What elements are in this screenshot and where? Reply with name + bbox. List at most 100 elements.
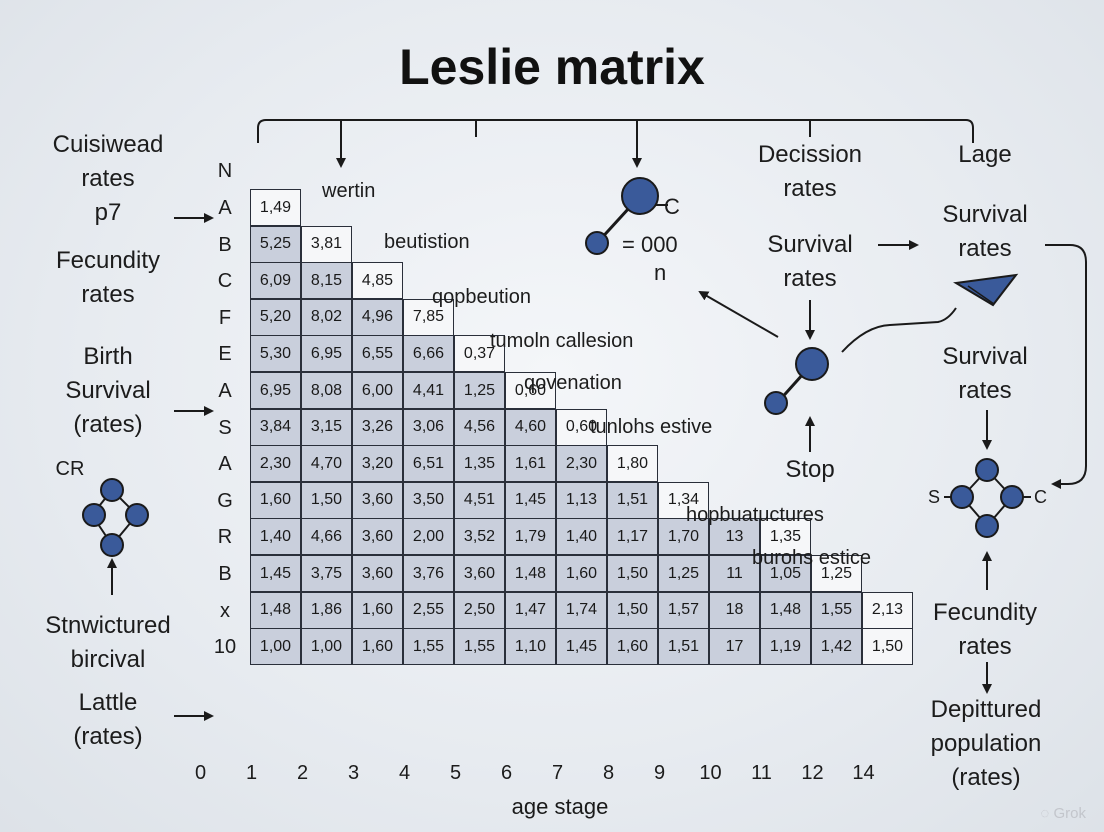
label-line: rates [783,265,837,292]
matrix-cell: 1,47 [505,591,556,629]
label-lattle: Lattle (rates) [30,686,186,754]
matrix-cell: 0,37 [454,335,505,373]
label-line: rates [958,377,1012,404]
matrix-cell: 2,30 [556,445,607,483]
label-line: rates [783,175,837,202]
label-depittured-population: Depittured population (rates) [900,693,1072,795]
matrix-cell: 1,45 [556,628,607,666]
matrix-cell: 1,51 [607,481,658,519]
large-node [795,347,829,381]
label-fecundity-rates-right: Fecundity rates [905,596,1065,664]
matrix-cell: 2,13 [862,591,913,629]
graph-node [1000,485,1024,509]
row-label: A [218,197,232,219]
label-line: (rates) [73,723,143,750]
label-line: Stnwictured [45,612,171,639]
small-node [585,231,609,255]
matrix-cell: 3,15 [301,408,352,446]
matrix-cell: 4,56 [454,408,505,446]
matrix-cell: 1,17 [607,518,658,556]
matrix-cell: 17 [709,628,760,666]
matrix-cell: 1,45 [250,555,301,592]
label-survival-rates-top: Survival rates [910,198,1060,266]
matrix-cell: 0,60 [556,408,607,446]
matrix-cell: 5,20 [250,298,301,336]
matrix-cell: 1,57 [658,591,709,629]
matrix-cell: 3,60 [352,481,403,519]
label-line: population [930,730,1042,757]
matrix-cell: 1,05 [760,555,811,592]
matrix-cell: 5,30 [250,335,301,373]
diagonal-label: burohs estice [752,547,871,569]
label-line: Fecundity [932,599,1038,626]
column-label: 8 [602,762,615,784]
label-survival-rates-right: Survival rates [910,340,1060,408]
column-label: 7 [551,762,564,784]
matrix-cell: 1,70 [658,518,709,556]
matrix-cell: 6,55 [352,335,403,373]
row-label: E [218,343,232,366]
matrix-cell: 13 [709,518,760,556]
matrix-cell: 1,51 [658,628,709,666]
column-label: 10 [699,762,722,784]
matrix-cell: 1,61 [505,445,556,483]
row-label: A [218,453,232,476]
top-bracket [257,119,974,143]
large-node [621,177,659,215]
column-label: 3 [347,762,360,784]
label-line: bircival [70,646,146,673]
column-label: 12 [801,762,824,784]
matrix-cell: 3,81 [301,225,352,263]
matrix-cell: 1,25 [658,555,709,592]
label-fecundity-rates: Fecundity rates [30,244,186,312]
row-label: A [218,380,232,402]
label-line: Fecundity [55,247,161,274]
flag-line [967,285,995,305]
matrix-cell: 1,42 [811,628,862,666]
matrix-cell: 3,60 [352,555,403,592]
label-line: p7 [94,199,122,226]
label-line: Lattle [78,689,138,716]
matrix-cell: 1,34 [658,481,709,519]
watermark-text: Grok [1053,805,1086,822]
matrix-cell: 1,45 [505,481,556,519]
matrix-cell: 1,60 [352,591,403,629]
column-label: 0 [194,762,207,784]
row-label: x [220,599,230,622]
matrix-cell: 1,50 [301,481,352,519]
matrix-cell: 6,95 [301,335,352,373]
matrix-cell: 4,85 [352,262,403,300]
matrix-cell: 1,79 [505,518,556,556]
label-line: Depittured [930,696,1042,723]
matrix-cell: 3,76 [403,555,454,592]
label-survival-rates-middle: Survival rates [740,228,880,296]
matrix-cell: 1,48 [760,591,811,629]
matrix-cell: 8,15 [301,262,352,300]
matrix-cell: 4,70 [301,445,352,483]
matrix-cell: 3,84 [250,408,301,446]
row-label: S [218,416,232,439]
matrix-cell: 3,60 [352,518,403,556]
label-line: Survival [65,377,151,404]
matrix-cell: 1,48 [250,591,301,629]
matrix-cell: 1,74 [556,591,607,629]
matrix-cell: 1,86 [301,591,352,629]
graph-node [950,485,974,509]
matrix-cell: 6,95 [250,372,301,409]
label-line: Survival [767,231,853,258]
label-stop: Stop [785,456,835,483]
matrix-cell: 3,75 [301,555,352,592]
label-structured: Stnwictured bircival [22,609,194,677]
label-line: rates [958,633,1012,660]
matrix-cell: 1,60 [607,628,658,666]
matrix-cell: 4,41 [403,372,454,409]
row-label: B [218,233,232,256]
node-label-n: n [654,260,667,285]
matrix-cell: 7,85 [403,298,454,336]
label-decission-rates: Decission rates [730,138,890,206]
matrix-cell: 1,19 [760,628,811,666]
matrix-cell: 1,35 [454,445,505,483]
graph-label-c: C [1034,487,1047,507]
diagonal-label: wertin [322,180,376,202]
